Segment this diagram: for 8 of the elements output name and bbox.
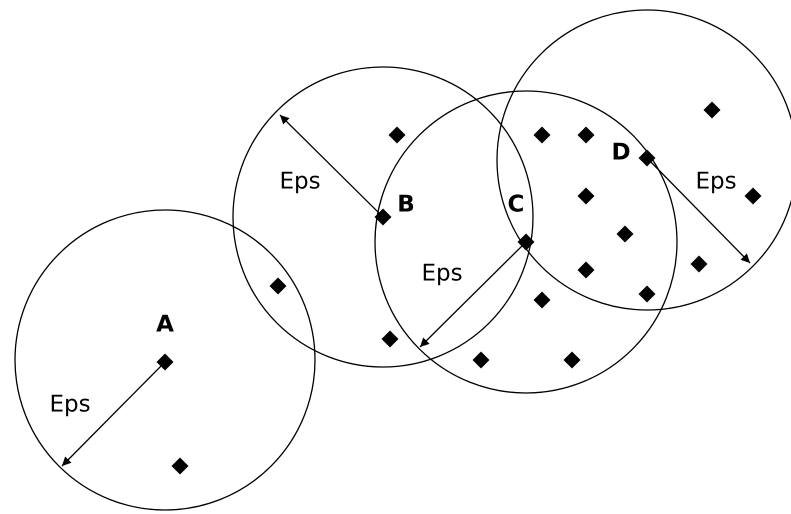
radius-label: Eps (279, 170, 321, 194)
point-label: B (397, 194, 415, 216)
radius-label: Eps (421, 262, 463, 286)
point-label: A (156, 314, 174, 336)
radius-label: Eps (49, 394, 91, 416)
point-label: C (508, 194, 524, 216)
radius-label: Eps (695, 170, 737, 194)
point-label: D (611, 142, 631, 164)
